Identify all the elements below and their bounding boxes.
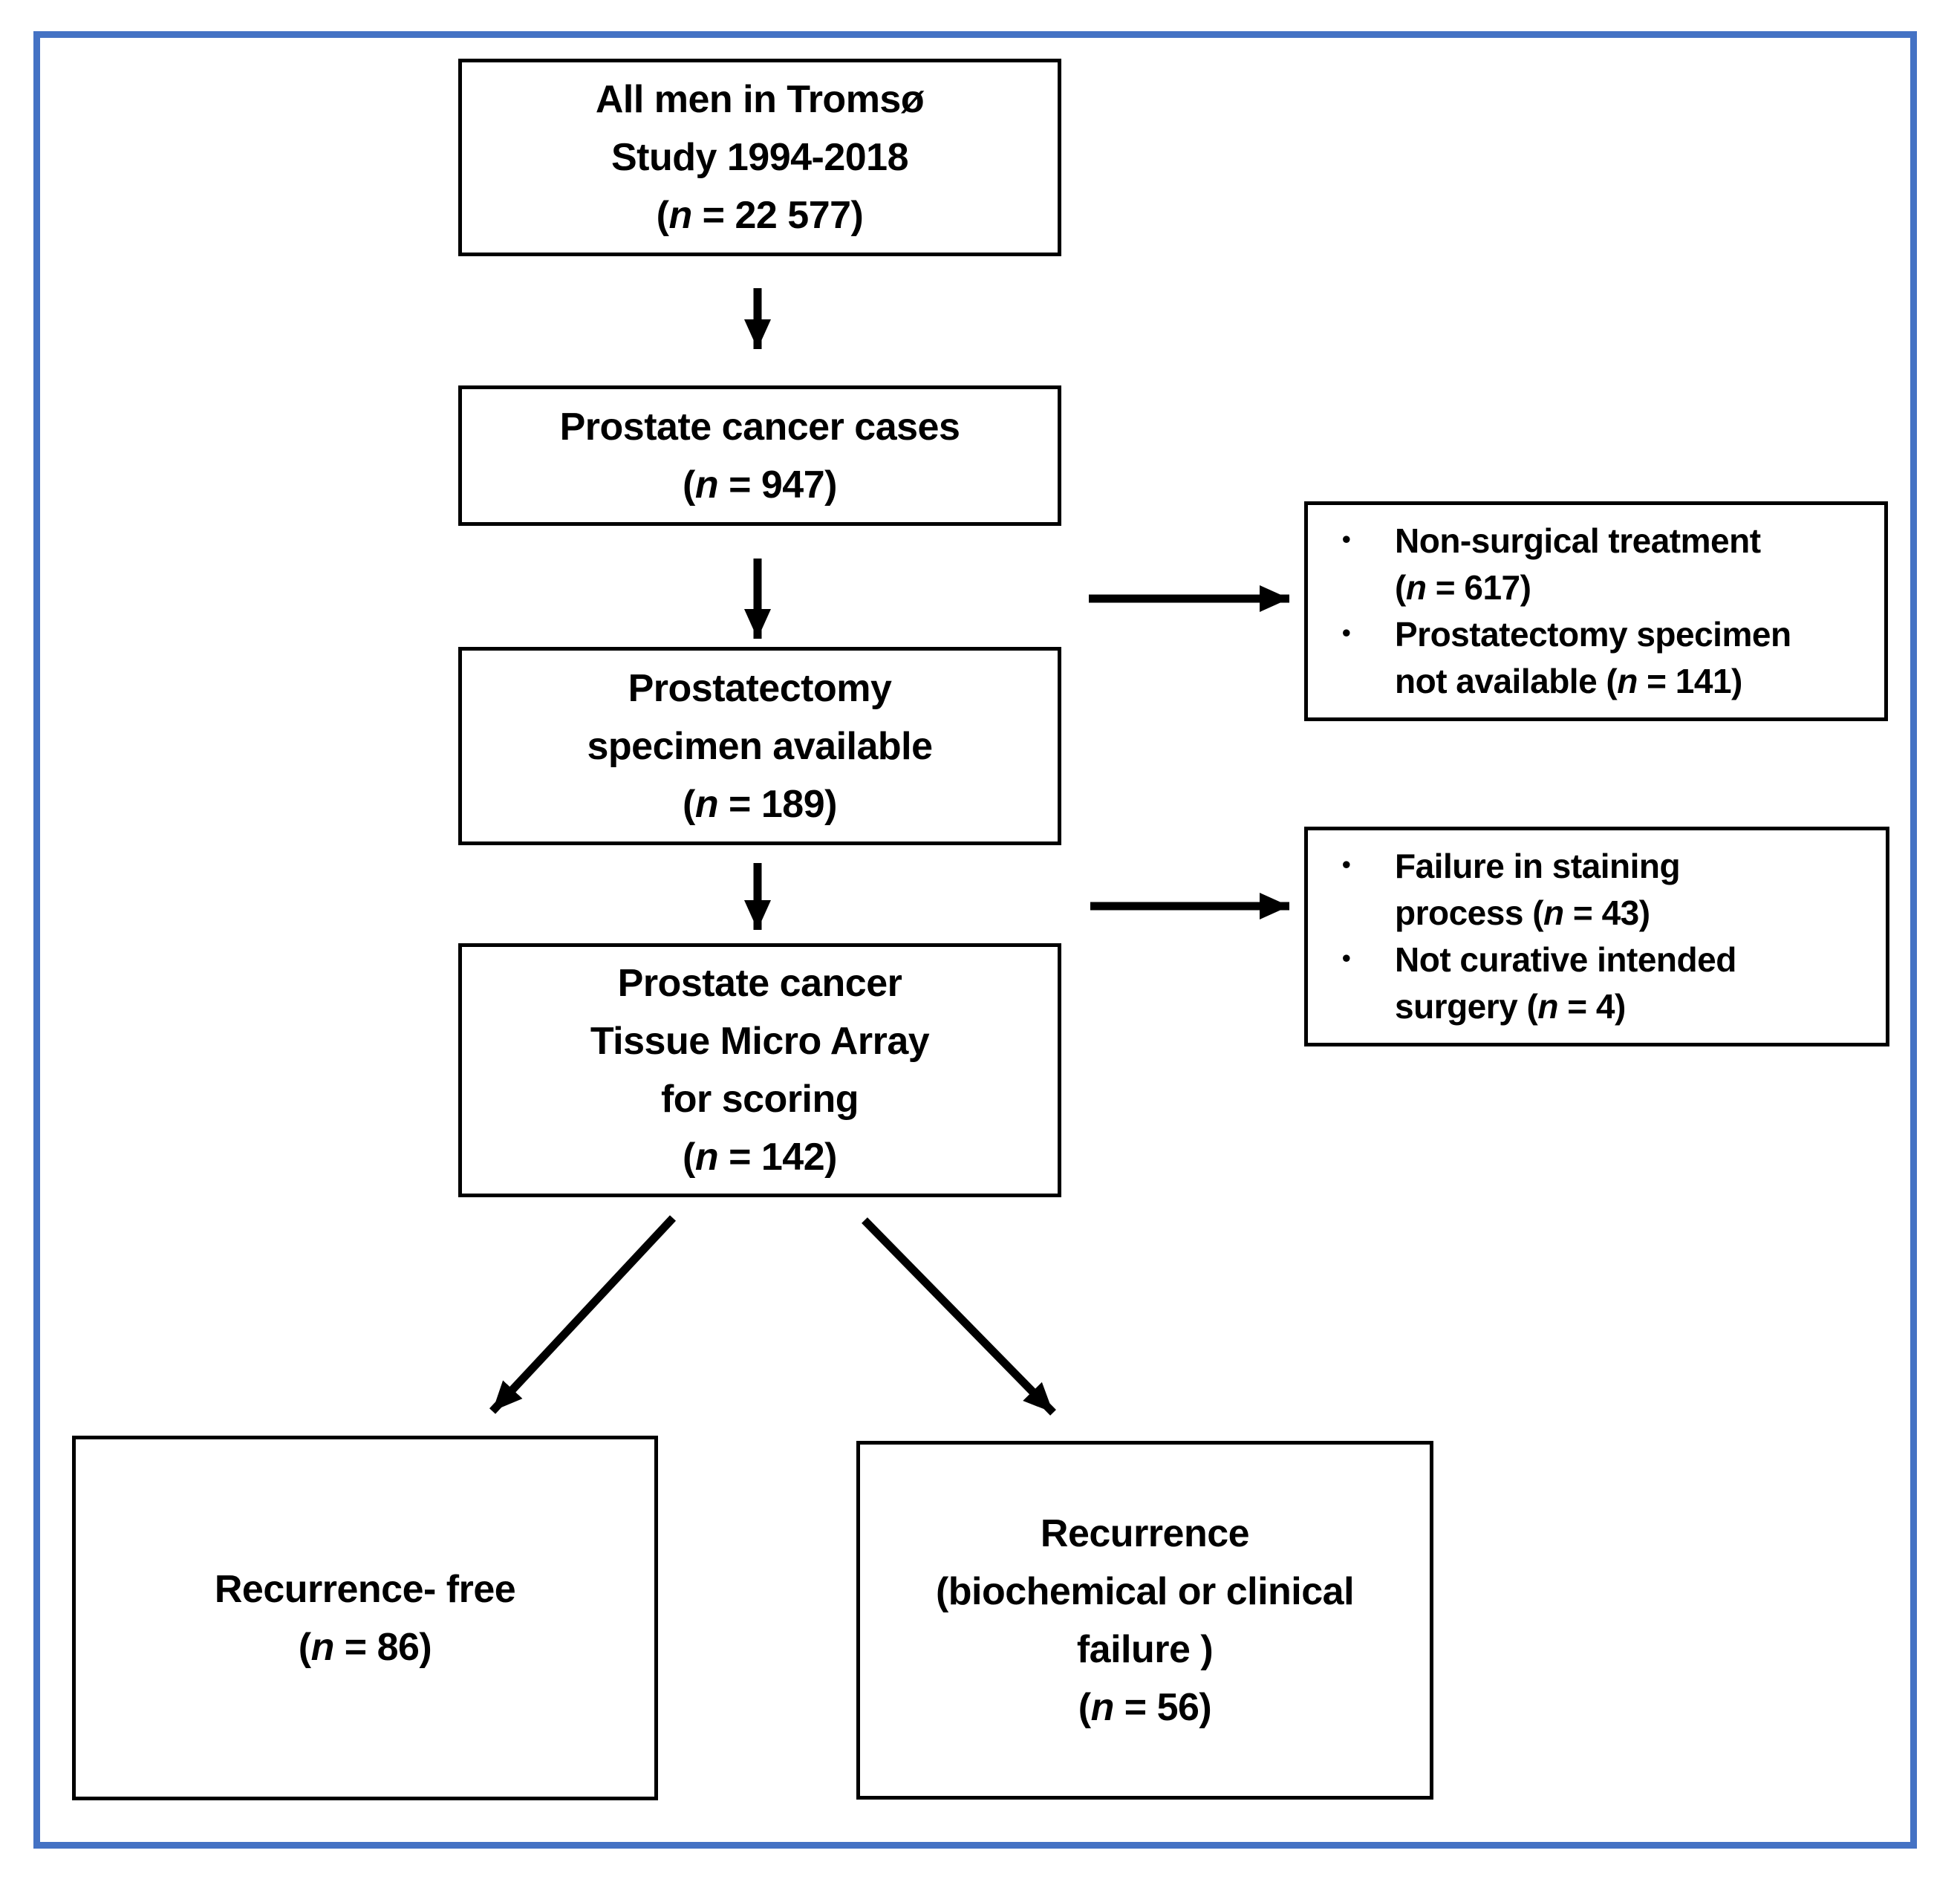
- bullet-item: Non-surgical treatment(n = 617): [1308, 516, 1884, 611]
- outer-border: [33, 31, 1917, 1849]
- exclusion-1-list: Non-surgical treatment(n = 617)Prostatec…: [1308, 516, 1884, 705]
- box-prostate-cancer-cases: Prostate cancer cases(n = 947): [458, 385, 1061, 526]
- box-recurrence-free-text: Recurrence- free(n = 86): [214, 1567, 516, 1669]
- box-recurrence-free: Recurrence- free(n = 86): [72, 1436, 658, 1800]
- box-prostate-cancer-cases-text: Prostate cancer cases(n = 947): [559, 405, 960, 507]
- box-exclusion-non-surgical: Non-surgical treatment(n = 617)Prostatec…: [1304, 501, 1888, 721]
